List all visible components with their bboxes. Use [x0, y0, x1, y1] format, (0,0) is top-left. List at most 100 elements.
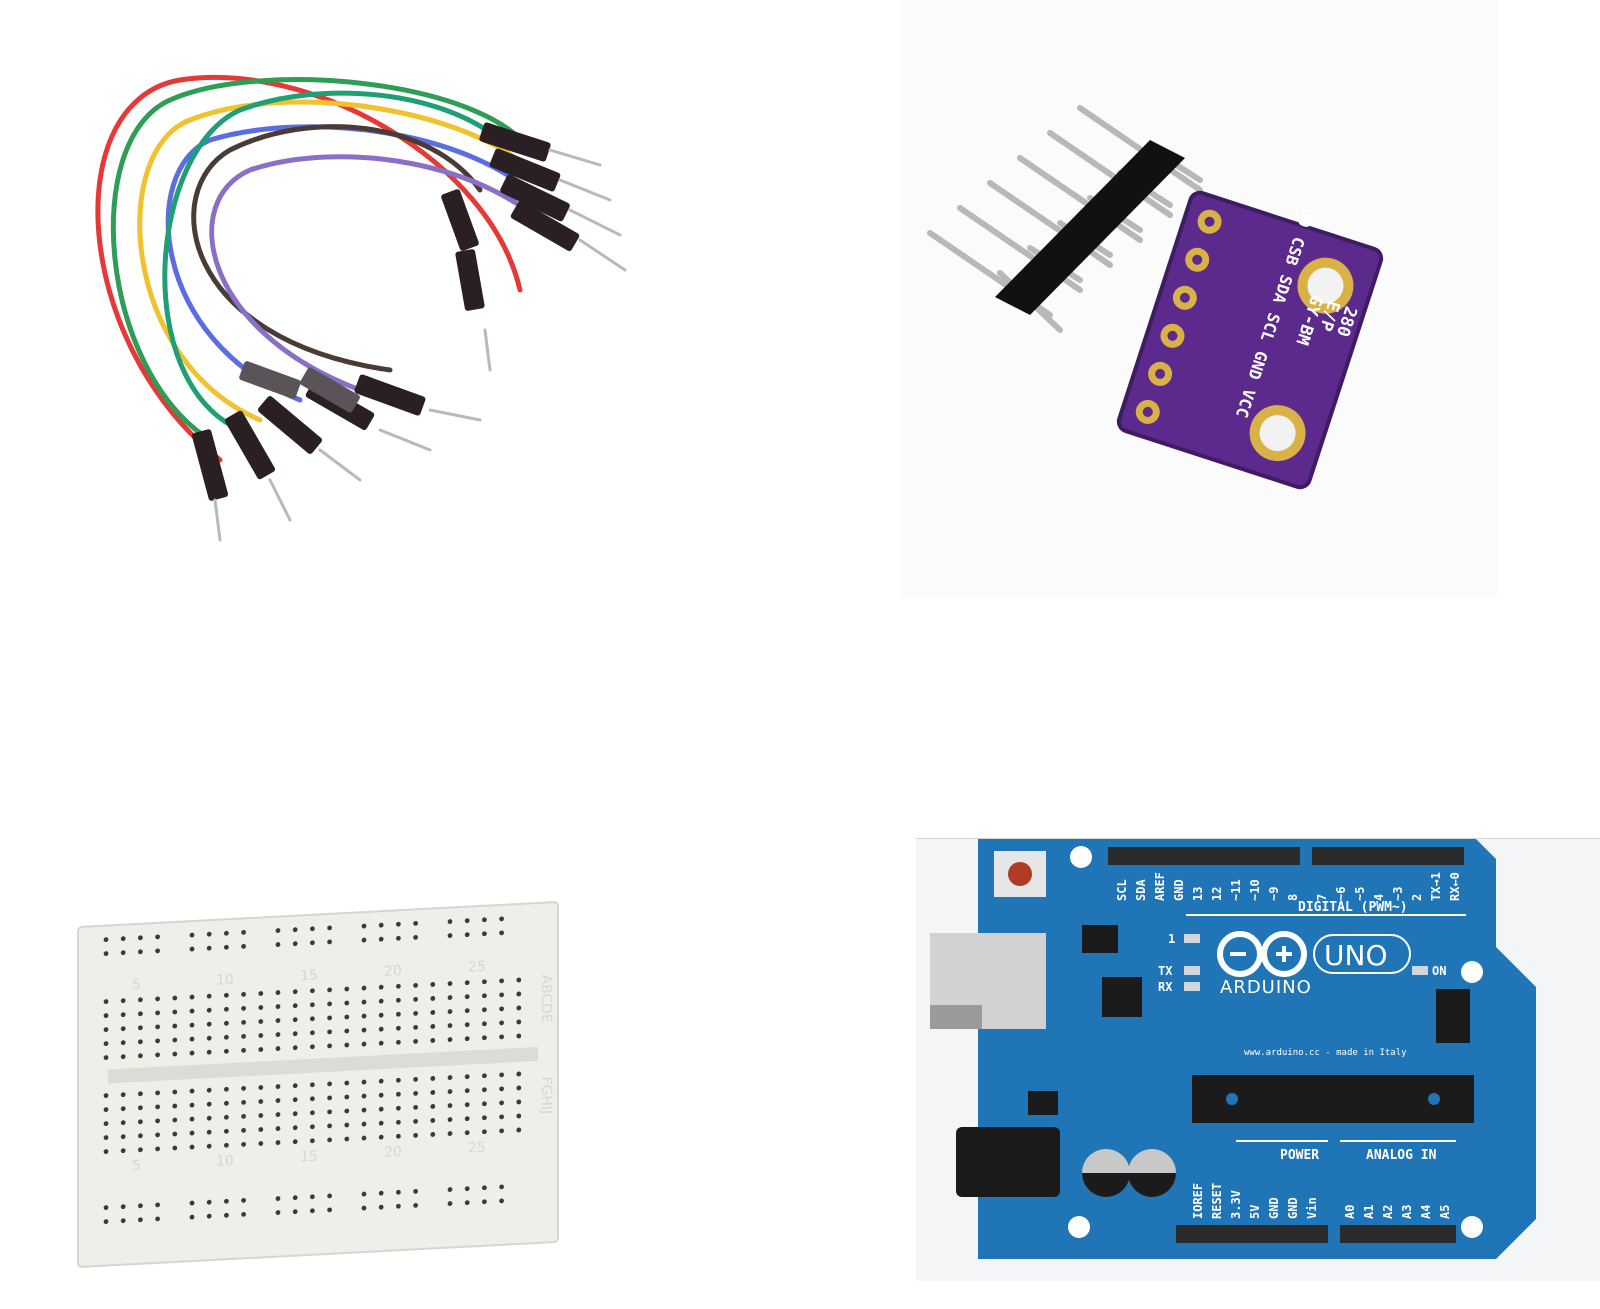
breadboard-hole: [413, 920, 419, 926]
breadboard-hole: [206, 993, 212, 999]
breadboard-hole: [464, 1102, 470, 1108]
breadboard-hole: [155, 1024, 160, 1030]
breadboard-hole: [499, 1114, 505, 1120]
breadboard-hole: [482, 1007, 487, 1013]
breadboard-hole: [120, 1120, 126, 1126]
pin-label: 7: [1315, 894, 1329, 901]
breadboard-hole: [155, 948, 160, 954]
breadboard-hole: [224, 930, 229, 936]
breadboard-hole: [447, 1201, 453, 1206]
breadboard-hole: [275, 1046, 281, 1051]
breadboard-hole: [361, 923, 367, 929]
breadboard-top-numbers: 5 10 15 20 25: [132, 959, 486, 994]
breadboard-hole: [275, 928, 281, 933]
breadboard-hole: [361, 1079, 367, 1085]
breadboard-hole: [310, 1194, 315, 1200]
breadboard-hole: [464, 980, 470, 986]
breadboard-hole: [447, 1131, 453, 1136]
breadboard-hole: [310, 1138, 315, 1144]
breadboard-hole: [447, 1023, 453, 1028]
breadboard-hole: [155, 1216, 160, 1222]
breadboard-hole: [138, 949, 143, 955]
breadboard-hole: [396, 1077, 401, 1083]
breadboard-hole: [206, 1007, 212, 1013]
breadboard-hole: [344, 1028, 350, 1034]
breadboard-hole: [344, 1080, 350, 1086]
breadboard-hole: [361, 999, 367, 1005]
pin-label: 3.3V: [1229, 1190, 1243, 1219]
breadboard-hole: [482, 1185, 487, 1191]
breadboard-hole: [189, 1214, 195, 1220]
breadboard-hole: [120, 936, 126, 942]
breadboard-hole: [499, 1034, 505, 1040]
breadboard-hole: [482, 993, 487, 999]
breadboard-hole: [327, 1123, 333, 1129]
breadboard-hole: [413, 982, 419, 988]
breadboard-hole: [430, 1090, 436, 1095]
breadboard-hole: [447, 1089, 453, 1094]
breadboard-hole: [378, 1040, 384, 1046]
breadboard-hole: [172, 1037, 178, 1043]
breadboard-hole: [482, 1129, 487, 1135]
breadboard-hole: [378, 1078, 384, 1084]
breadboard-hole: [499, 1020, 505, 1026]
power-pin-labels: IOREF RESET 3.3V 5V GND GND Vin: [1191, 1183, 1319, 1219]
breadboard-hole: [258, 1005, 264, 1010]
power-label: POWER: [1280, 1148, 1319, 1163]
breadboard-hole: [224, 1128, 229, 1134]
breadboard-hole: [206, 1129, 212, 1135]
breadboard-hole: [241, 1019, 247, 1025]
pin-label-sdo: SDO: [1294, 196, 1321, 229]
breadboard-hole: [327, 1015, 333, 1021]
breadboard-hole: [430, 1076, 436, 1081]
pin-label: 2: [1410, 894, 1424, 901]
breadboard-hole: [482, 979, 487, 985]
breadboard-hole: [413, 1010, 419, 1016]
breadboard-hole: [103, 999, 109, 1004]
breadboard-hole: [103, 1013, 109, 1018]
breadboard-hole: [189, 932, 195, 938]
breadboard-hole: [482, 1035, 487, 1041]
breadboard-hole: [224, 1100, 229, 1106]
breadboard-hole: [516, 1085, 522, 1091]
breadboard-hole: [155, 1090, 160, 1096]
breadboard-hole: [396, 1011, 401, 1017]
breadboard-hole: [275, 1084, 281, 1089]
breadboard-hole: [224, 1198, 229, 1204]
breadboard-hole: [396, 1091, 401, 1097]
breadboard-hole: [138, 1039, 143, 1045]
breadboard-hole: [189, 1130, 195, 1136]
breadboard-hole: [499, 930, 505, 936]
breadboard-hole: [103, 1121, 109, 1126]
breadboard-hole: [103, 1107, 109, 1112]
breadboard-hole: [361, 1121, 367, 1127]
breadboard-hole: [275, 1112, 281, 1117]
breadboard-hole: [310, 1110, 315, 1116]
pin-label: 5V: [1248, 1205, 1262, 1219]
breadboard-hole: [224, 944, 229, 950]
breadboard-hole: [241, 1127, 247, 1133]
breadboard-hole: [189, 1116, 195, 1122]
bb-top-letters: ABCDE: [538, 974, 554, 1023]
breadboard-hole: [224, 1114, 229, 1120]
breadboard-hole: [516, 977, 522, 983]
breadboard-hole: [430, 1038, 436, 1043]
breadboard-hole: [378, 1134, 384, 1140]
breadboard-hole: [258, 1127, 264, 1132]
breadboard-hole: [120, 1092, 126, 1098]
breadboard-hole: [292, 989, 298, 995]
breadboard-hole: [172, 1117, 178, 1123]
breadboard-hole: [138, 1133, 143, 1139]
breadboard-hole: [413, 1024, 419, 1030]
breadboard-hole: [499, 978, 505, 984]
breadboard-hole: [482, 1199, 487, 1205]
breadboard-hole: [464, 1022, 470, 1028]
breadboard-hole: [361, 1041, 367, 1047]
breadboard-hole: [499, 1128, 505, 1134]
breadboard-hole: [292, 1003, 298, 1009]
breadboard-hole: [189, 994, 195, 1000]
breadboard-hole: [292, 1111, 298, 1117]
breadboard-hole: [275, 1126, 281, 1131]
pin-label: SCL: [1115, 879, 1129, 901]
bb-top-number: 25: [468, 959, 486, 976]
